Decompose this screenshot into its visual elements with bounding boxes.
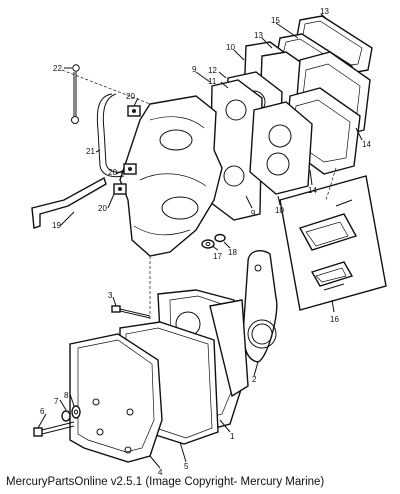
callout-20-mid: 20 [108, 168, 117, 177]
callout-3: 3 [108, 291, 113, 300]
copyright-footer: MercuryPartsOnline v2.5.1 (Image Copyrig… [6, 476, 325, 488]
callout-5: 5 [184, 462, 189, 471]
callout-16: 16 [330, 315, 339, 324]
callout-4: 4 [158, 468, 163, 477]
callout-20-upper: 20 [126, 92, 135, 101]
callout-12: 12 [208, 66, 217, 75]
callout-10-top: 10 [226, 43, 235, 52]
callout-18: 18 [228, 248, 237, 257]
reed-gasket-plates [209, 71, 313, 221]
callout-6: 6 [40, 407, 45, 416]
callout-20-lower: 20 [98, 204, 107, 213]
cover-4 [69, 333, 163, 463]
gasket-2 [242, 250, 278, 363]
callout-14-right: 14 [362, 140, 371, 149]
callout-13-mid: 13 [254, 31, 263, 40]
callout-17: 17 [213, 252, 222, 261]
reed-kit-inset [279, 175, 387, 311]
carburetor-body [119, 95, 223, 320]
bracket-19 [31, 176, 107, 229]
fuel-hose [96, 93, 127, 178]
washers-7-8 [61, 405, 81, 422]
callout-15: 15 [271, 16, 280, 25]
callout-8: 8 [64, 391, 69, 400]
callout-13-top: 13 [320, 7, 329, 16]
callout-11: 11 [208, 77, 217, 86]
callout-14-mid: 14 [308, 186, 317, 195]
callout-2: 2 [252, 375, 257, 384]
bolt-3 [111, 305, 151, 319]
linkage-rod [61, 64, 151, 124]
callout-9-mid: 9 [251, 209, 256, 218]
callout-10-mid: 10 [275, 206, 284, 215]
callout-19: 19 [52, 221, 61, 230]
callout-21: 21 [86, 147, 95, 156]
leader-lines [37, 13, 363, 469]
callout-7: 7 [54, 397, 59, 406]
washers [201, 233, 226, 249]
callout-1: 1 [230, 432, 235, 441]
callout-9-top: 9 [192, 65, 197, 74]
callout-22: 22 [53, 64, 62, 73]
